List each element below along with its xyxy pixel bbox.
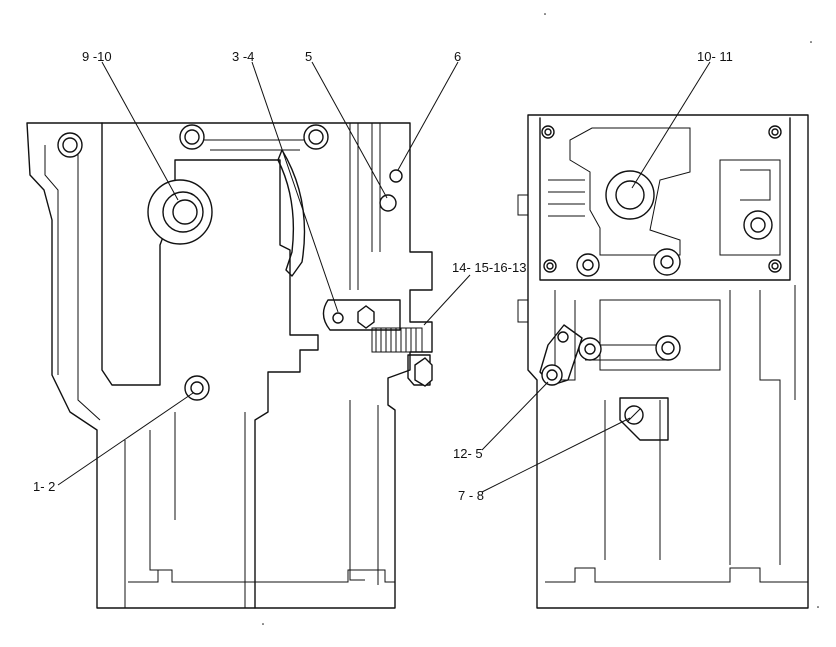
large-bore [147, 179, 213, 245]
right-inner-frame [539, 117, 791, 281]
left-right-column [349, 123, 381, 290]
boss-top-left [57, 132, 83, 158]
scan-specks [262, 13, 819, 625]
leader-3-4 [251, 61, 339, 313]
right-boss-a [576, 253, 600, 277]
left-rib-7 [349, 400, 365, 581]
right-main-bore [605, 170, 655, 220]
right-side-window [719, 159, 781, 256]
left-rib-1 [44, 145, 59, 375]
leader-lines [57, 61, 711, 493]
curved-arm [277, 149, 306, 277]
adjusting-spring [371, 327, 423, 353]
left-inner-cavity [101, 122, 319, 609]
right-lower-column [604, 400, 661, 560]
corner-boss-bl [543, 259, 557, 273]
left-bottom-ledge [128, 569, 395, 583]
leader-9-10 [101, 61, 179, 201]
right-housing-view [517, 114, 809, 609]
small-block-screw [624, 405, 644, 425]
left-rib-2 [77, 140, 101, 421]
right-inner-cavity [569, 127, 691, 256]
corner-boss-tr [768, 125, 782, 139]
pin-upper [379, 169, 403, 212]
right-side-bore [743, 210, 773, 240]
lever-bracket [322, 299, 401, 331]
corner-boss-tl [541, 125, 555, 139]
callout-14-15-16-13: 14- 15-16-13 [452, 260, 526, 275]
right-lower-ribs [554, 285, 796, 565]
bolt-side-mid [517, 299, 529, 323]
leader-6 [397, 61, 459, 171]
callout-3-4: 3 -4 [232, 49, 254, 64]
right-boss-d [655, 335, 681, 361]
callout-12-5: 12- 5 [453, 446, 483, 461]
leader-1-2 [57, 392, 194, 486]
clamp-bolt [541, 331, 569, 386]
corner-boss-br [768, 259, 782, 273]
right-bottom-ledge [545, 567, 808, 583]
left-top-bar [200, 139, 318, 151]
lower-nut [414, 357, 433, 387]
right-slots [548, 179, 585, 217]
clamp-bracket [539, 324, 583, 386]
callout-5: 5 [305, 49, 312, 64]
left-housing-view [26, 122, 433, 609]
right-small-block [619, 397, 669, 441]
right-boss-c [578, 337, 602, 361]
right-boss-b [653, 248, 681, 276]
leader-12-5 [481, 381, 549, 451]
pin-lever [332, 305, 375, 329]
callout-7-8: 7 - 8 [458, 488, 484, 503]
callout-labels: 9 -10 3 -4 5 6 10- 11 14- 15-16-13 1- 2 … [33, 49, 733, 503]
callout-1-2: 1- 2 [33, 479, 55, 494]
right-housing-outline [527, 114, 809, 609]
bolt-side-top [517, 194, 529, 216]
leader-7-8 [481, 417, 631, 493]
leader-14-15-16-13 [423, 274, 471, 326]
boss-top-center [179, 124, 205, 150]
leader-5 [311, 61, 388, 199]
boss-top-right [303, 124, 329, 150]
left-rib-4 [149, 430, 172, 571]
left-housing-outline [26, 122, 433, 609]
callout-9-10: 9 -10 [82, 49, 112, 64]
leader-10-11 [631, 61, 711, 189]
callout-10-11: 10- 11 [697, 49, 733, 64]
callout-6: 6 [454, 49, 461, 64]
